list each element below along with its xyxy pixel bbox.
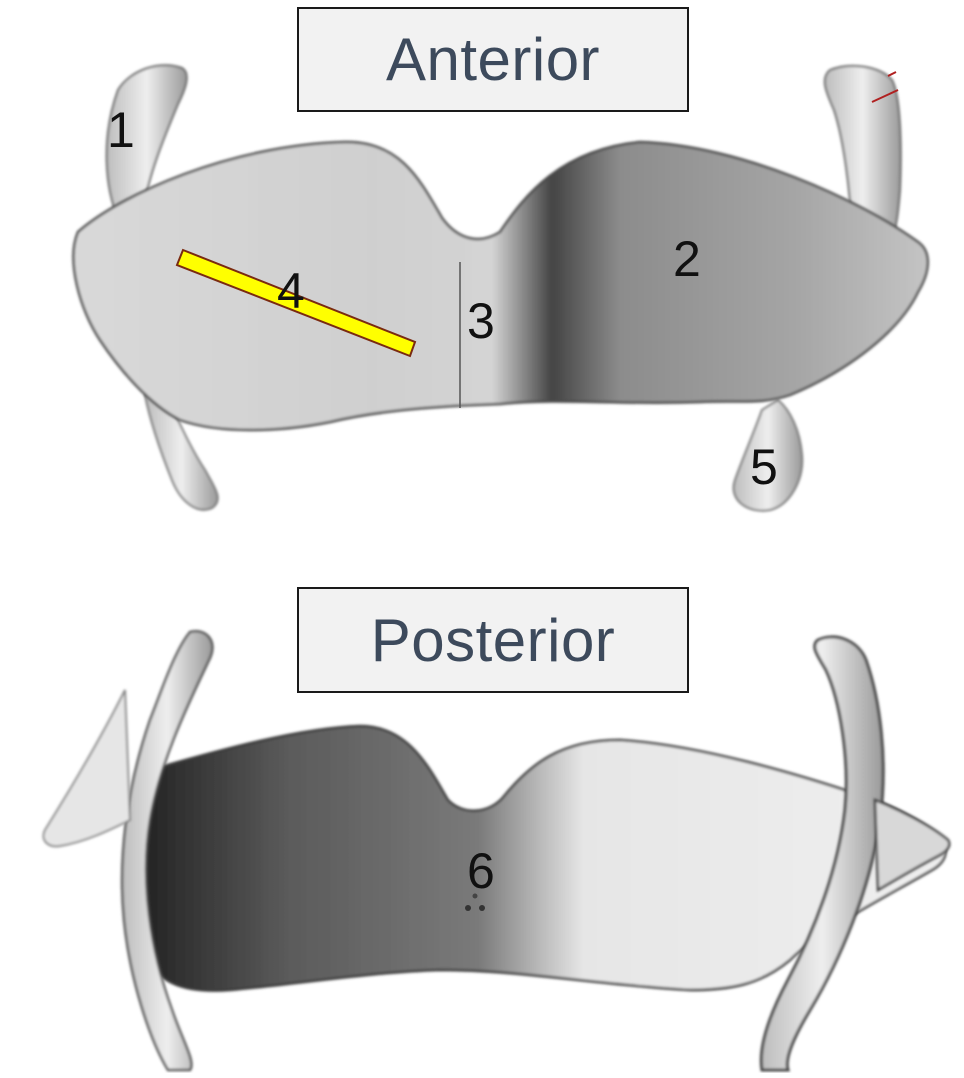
label-5: 5 xyxy=(750,442,778,492)
label-1: 1 xyxy=(107,105,135,155)
posterior-view xyxy=(43,631,949,1070)
anterior-cartilage-body xyxy=(74,142,928,430)
label-3: 3 xyxy=(467,296,495,346)
midline-dot xyxy=(465,905,471,911)
anterior-title: Anterior xyxy=(297,7,689,112)
label-2: 2 xyxy=(673,234,701,284)
posterior-title: Posterior xyxy=(297,587,689,693)
label-4: 4 xyxy=(277,266,305,316)
label-6: 6 xyxy=(467,846,495,896)
midline-dot xyxy=(479,905,485,911)
posterior-left-flare xyxy=(43,690,130,846)
anterior-view xyxy=(74,65,928,510)
